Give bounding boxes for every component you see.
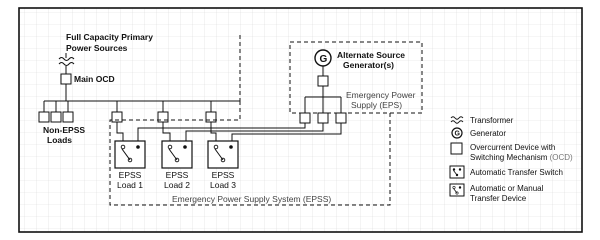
alternate-source-label-2: Generator(s) — [343, 60, 394, 70]
epss-load-3-label-1: EPSS — [212, 170, 235, 180]
alternate-source-label-1: Alternate Source — [337, 50, 405, 60]
legend-transfer-device-icon — [449, 183, 465, 197]
non-epss-breaker-1 — [38, 111, 50, 123]
legend-transformer-label: Transformer — [470, 116, 514, 125]
legend-generator-symbol: G — [455, 131, 461, 138]
legend-generator-label: Generator — [470, 129, 506, 138]
legend-transfer-label-2: Transfer Device — [470, 194, 527, 203]
ats-3 — [207, 140, 239, 169]
epss-load-1-label-2: Load 1 — [117, 180, 143, 190]
emergency-breaker-2 — [317, 112, 329, 124]
eps-label-2: Supply (EPS) — [351, 100, 402, 110]
legend-ocd-label-1: Overcurrent Device with — [470, 143, 555, 152]
epss-load-1-label-1: EPSS — [119, 170, 142, 180]
emergency-breaker-3 — [335, 112, 347, 124]
main-ocd-label: Main OCD — [74, 74, 115, 84]
non-epss-breaker-2 — [50, 111, 62, 123]
primary-source-label-1: Full Capacity Primary — [66, 32, 153, 42]
legend-generator-icon — [451, 127, 463, 139]
generator-breaker — [317, 75, 329, 87]
epss-load-3-label-2: Load 3 — [210, 180, 236, 190]
legend-ocd-label-2: Switching Mechanism (OCD) — [470, 153, 573, 162]
non-epss-label-2: Loads — [47, 135, 72, 145]
legend-transformer-icon — [450, 116, 464, 124]
legend-ats-icon — [449, 165, 465, 179]
transformer-icon — [58, 57, 75, 66]
non-epss-breaker-3 — [62, 111, 74, 123]
legend-ocd-icon — [450, 142, 463, 155]
legend: Transformer G Generator Overcurrent Devi… — [449, 116, 573, 203]
diagram-frame — [18, 7, 583, 233]
legend-transfer-label-1: Automatic or Manual — [470, 184, 544, 193]
legend-ats-label: Automatic Transfer Switch — [470, 168, 563, 177]
main-ocd-breaker — [60, 73, 72, 85]
non-epss-label-1: Non-EPSS — [43, 125, 85, 135]
epss-boundary — [109, 35, 391, 206]
eps-label-1: Emergency Power — [346, 90, 416, 100]
epss-load-2-label-2: Load 2 — [164, 180, 190, 190]
epss-label: Emergency Power Supply System (EPSS) — [172, 194, 331, 204]
eps-boundary — [289, 41, 423, 114]
ats-2 — [161, 140, 193, 169]
epss-load-2-label-1: EPSS — [166, 170, 189, 180]
primary-source-label-2: Power Sources — [66, 43, 128, 53]
generator-symbol: G — [320, 54, 328, 65]
emergency-breaker-1 — [299, 112, 311, 124]
ats-1 — [114, 140, 146, 169]
